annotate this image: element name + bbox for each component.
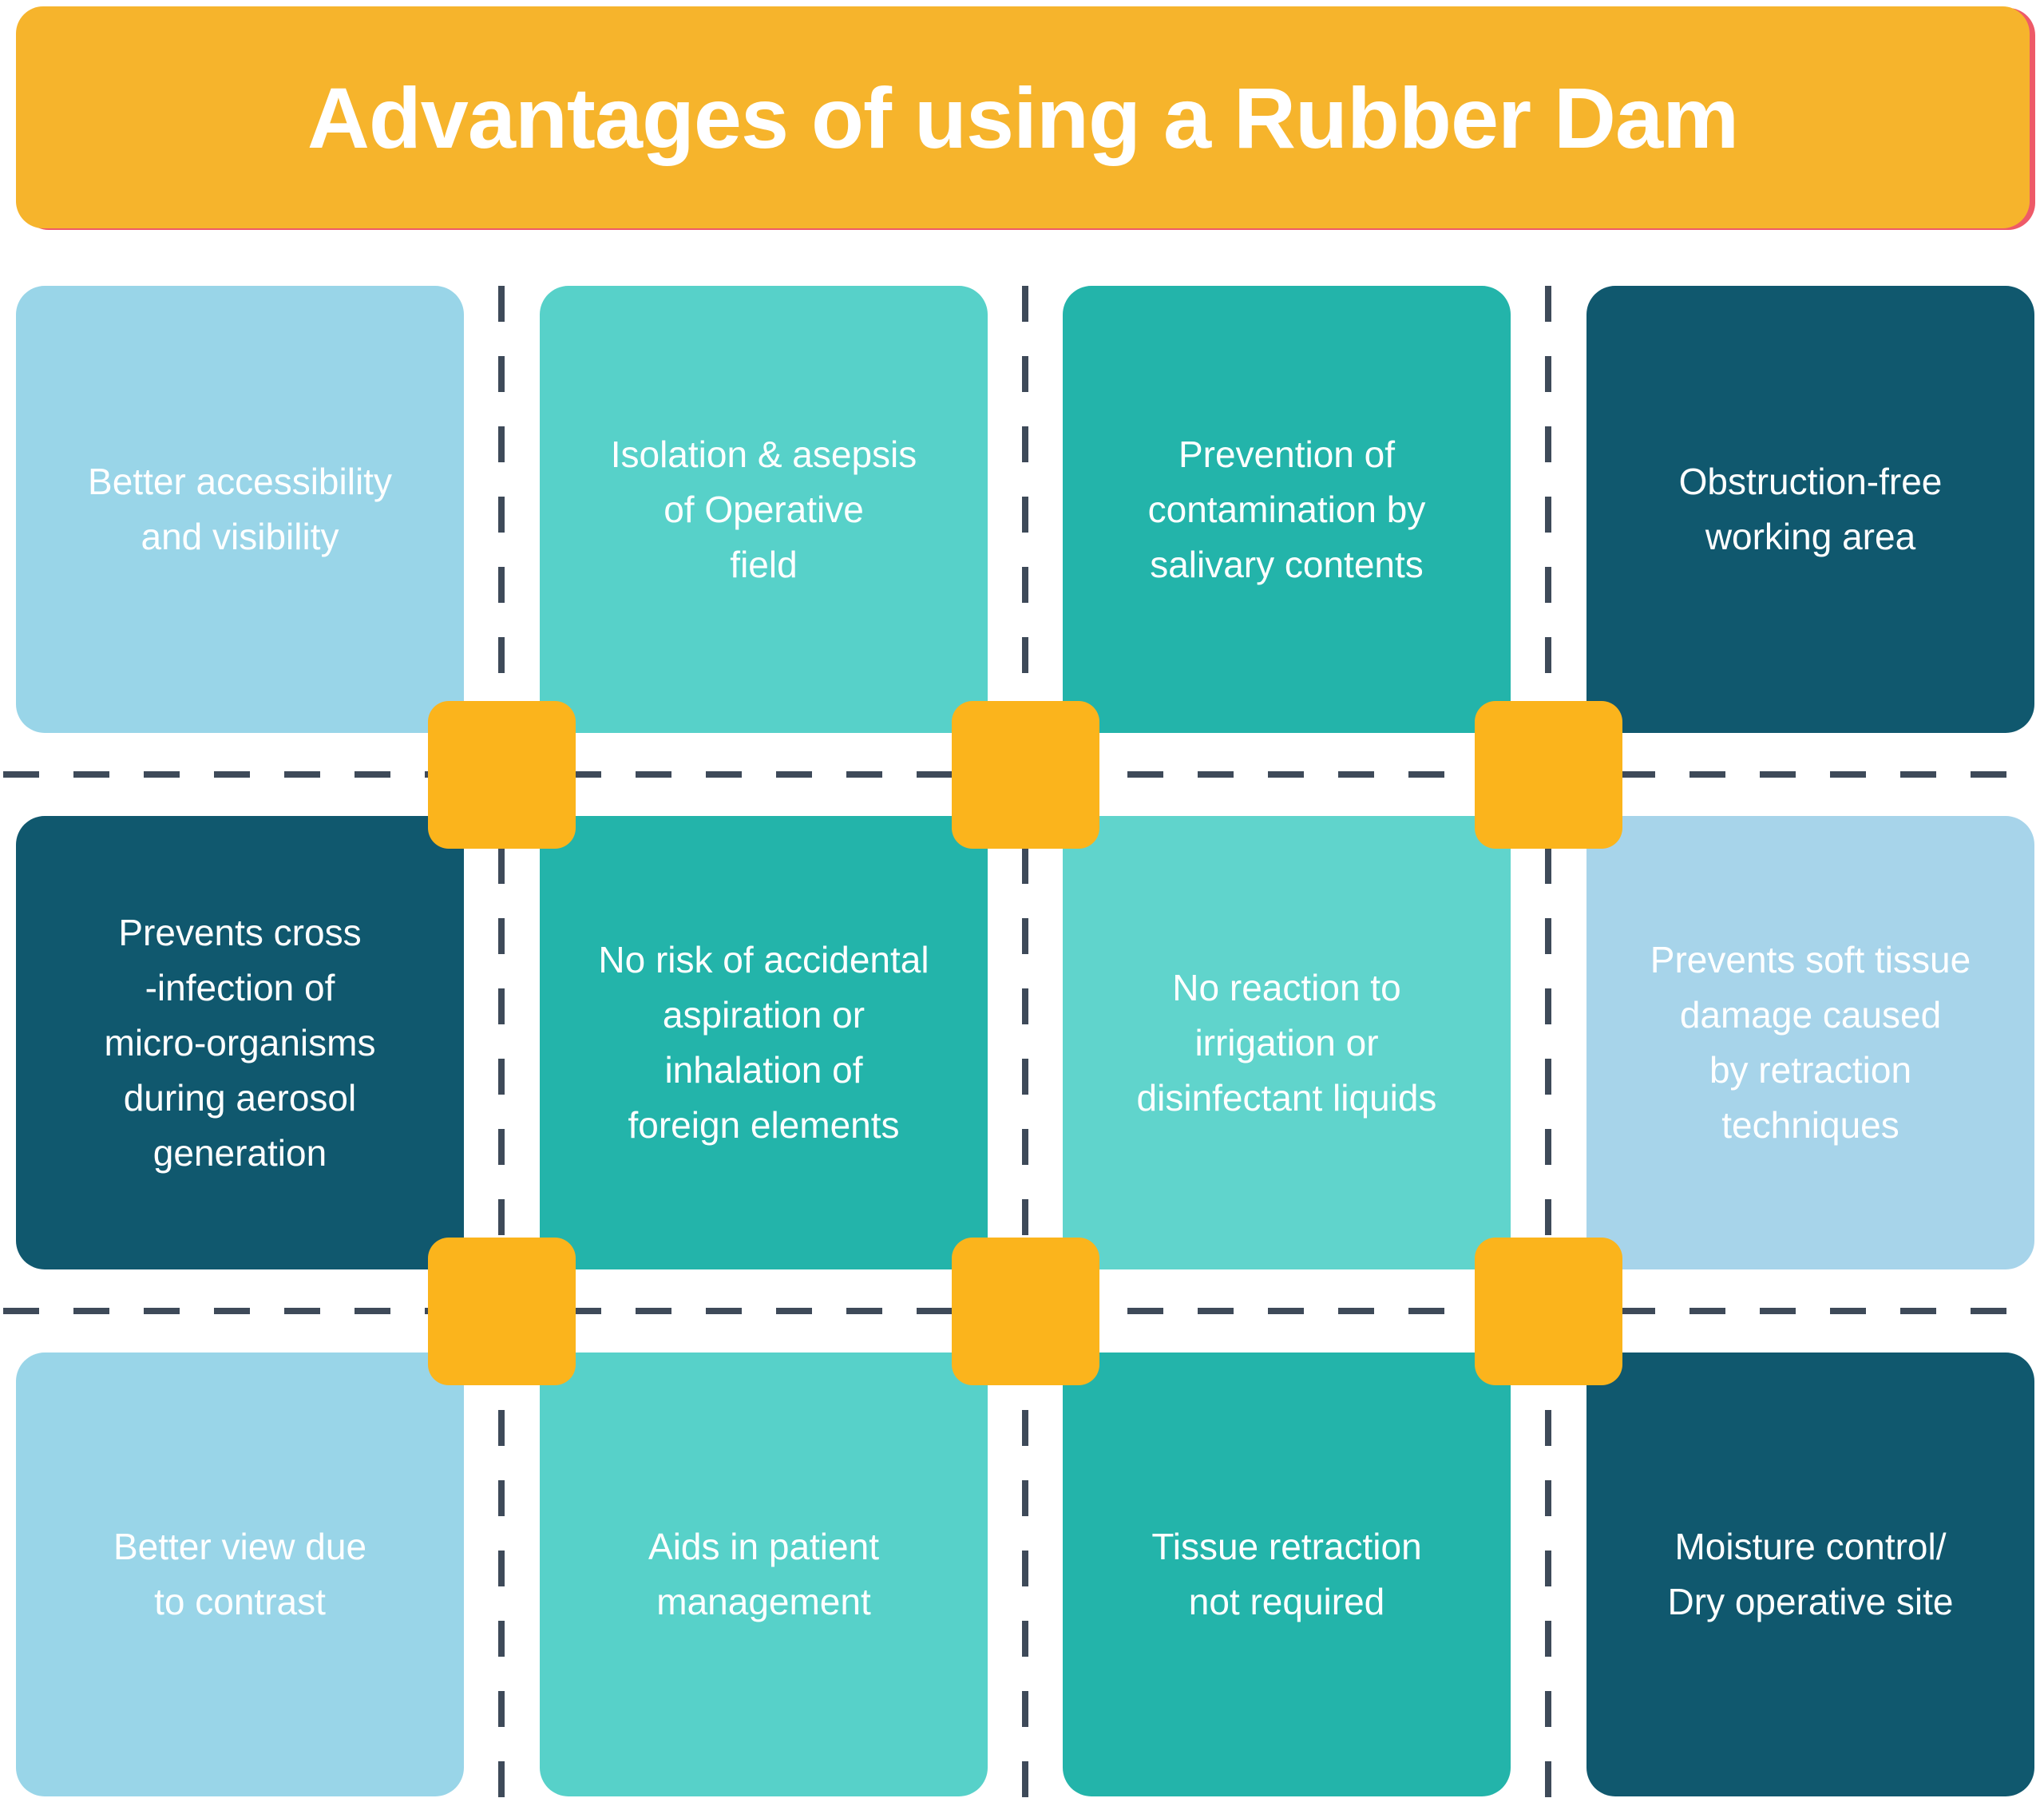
advantage-card-text: Obstruction-free working area <box>1678 461 1943 557</box>
advantage-card-obstruction-free: Obstruction-free working area <box>1586 286 2034 733</box>
advantage-card-isolation-asepsis: Isolation & asepsis of Operative field <box>540 286 988 733</box>
advantage-card-text: Better view due to contrast <box>113 1526 367 1622</box>
connector-square <box>952 1238 1099 1385</box>
connector-square <box>952 701 1099 849</box>
advantage-card-text: Prevents soft tissue damage caused by re… <box>1650 939 1971 1146</box>
advantage-card-text: No risk of accidental aspiration or inha… <box>598 939 929 1146</box>
vertical-dashed-line-2 <box>1022 286 1028 1806</box>
page-title: Advantages of using a Rubber Dam <box>307 69 1739 166</box>
advantage-card-text: Aids in patient management <box>648 1526 879 1622</box>
header-banner: Advantages of using a Rubber Dam <box>16 6 2030 228</box>
advantage-card-text: Tissue retraction not required <box>1151 1526 1422 1622</box>
advantage-card-moisture-control: Moisture control/ Dry operative site <box>1586 1353 2034 1796</box>
vertical-dashed-line-1 <box>498 286 505 1806</box>
connector-square <box>1475 701 1622 849</box>
advantage-card-prevents-cross-infection: Prevents cross -infection of micro-organ… <box>16 816 464 1269</box>
advantage-card-text: No reaction to irrigation or disinfectan… <box>1136 966 1437 1119</box>
connector-square <box>428 701 576 849</box>
advantage-card-no-reaction-liquids: No reaction to irrigation or disinfectan… <box>1063 816 1511 1269</box>
advantage-card-prevention-contamination: Prevention of contamination by salivary … <box>1063 286 1511 733</box>
advantage-card-text: Prevention of contamination by salivary … <box>1147 433 1426 585</box>
advantage-card-better-view-contrast: Better view due to contrast <box>16 1353 464 1796</box>
advantage-card-text: Moisture control/ Dry operative site <box>1667 1526 1954 1622</box>
advantage-card-tissue-retraction: Tissue retraction not required <box>1063 1353 1511 1796</box>
advantage-card-no-aspiration-risk: No risk of accidental aspiration or inha… <box>540 816 988 1269</box>
advantage-card-text: Better accessibility and visibility <box>88 461 392 557</box>
advantage-card-patient-management: Aids in patient management <box>540 1353 988 1796</box>
advantage-card-text: Prevents cross -infection of micro-organ… <box>104 911 376 1174</box>
connector-square <box>428 1238 576 1385</box>
advantage-card-prevents-soft-tissue-damage: Prevents soft tissue damage caused by re… <box>1586 816 2034 1269</box>
advantage-card-better-accessibility: Better accessibility and visibility <box>16 286 464 733</box>
vertical-dashed-line-3 <box>1545 286 1551 1806</box>
advantage-card-text: Isolation & asepsis of Operative field <box>610 433 917 585</box>
connector-square <box>1475 1238 1622 1385</box>
